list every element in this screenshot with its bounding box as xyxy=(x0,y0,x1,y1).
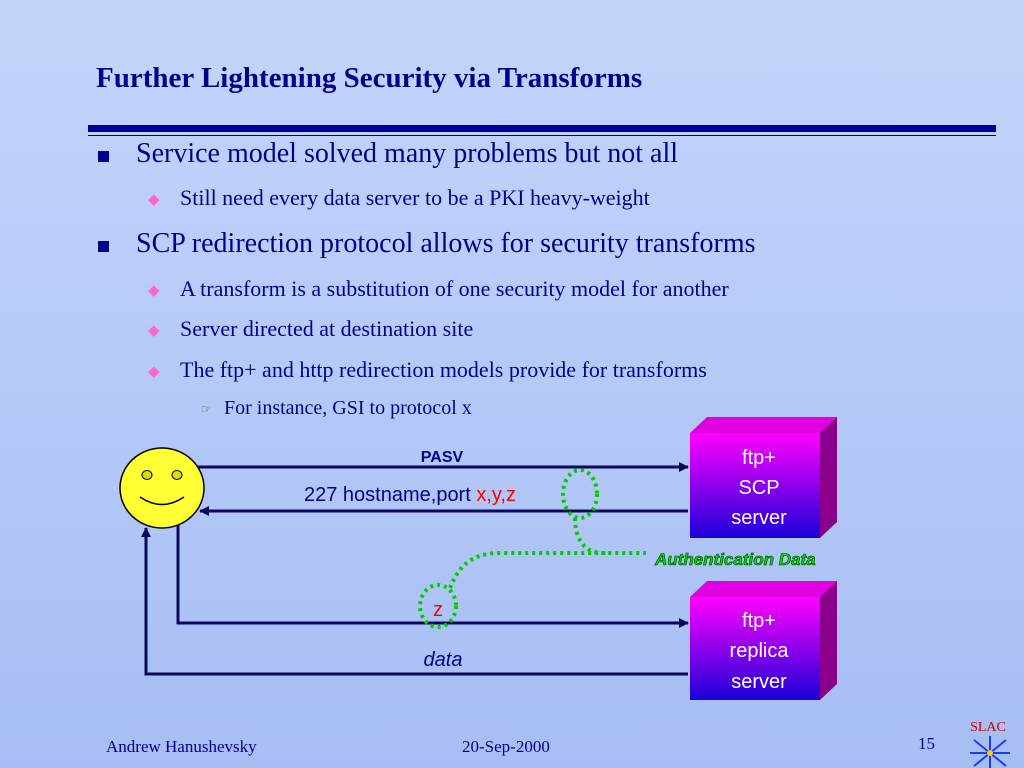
z-label: z xyxy=(433,599,443,621)
reply-highlight: x,y,z xyxy=(476,484,516,506)
diamond-bullet-icon: ◆ xyxy=(148,364,160,380)
footer-date: 20-Sep-2000 xyxy=(462,737,550,756)
scp-server-line3: server xyxy=(731,507,787,529)
return-arrow xyxy=(141,527,688,676)
bullet-item: Still need every data server to be a PKI… xyxy=(180,185,650,210)
slac-logo: SLAC xyxy=(970,720,1010,768)
auth-path xyxy=(418,468,646,629)
reply-prefix: 227 hostname,port xyxy=(304,484,476,506)
bullet-item: For instance, GSI to protocol x xyxy=(224,397,472,419)
square-bullet-icon xyxy=(98,151,109,162)
data-arrow xyxy=(176,525,689,628)
bullet-item: A transform is a substitution of one sec… xyxy=(180,276,729,301)
replica-server-line1: ftp+ xyxy=(742,610,776,632)
replica-server-line2: replica xyxy=(730,640,790,662)
client-smiley-icon xyxy=(119,447,205,529)
pasv-label: PASV xyxy=(421,449,464,466)
footer-page-number: 15 xyxy=(918,734,935,753)
bullet-item: Service model solved many problems but n… xyxy=(136,138,679,169)
bullet-item: The ftp+ and http redirection models pro… xyxy=(180,357,707,382)
reply-label: 227 hostname,port x,y,z xyxy=(304,484,516,506)
replica-server-line3: server xyxy=(731,671,787,693)
title-rule xyxy=(88,125,996,132)
bullet-item: Server directed at destination site xyxy=(180,316,474,341)
scp-server-line1: ftp+ xyxy=(742,447,776,469)
diamond-bullet-icon: ◆ xyxy=(148,283,160,299)
footer-author: Andrew Hanushevsky xyxy=(106,737,257,756)
diamond-bullet-icon: ◆ xyxy=(148,323,160,339)
square-bullet-icon xyxy=(98,241,109,252)
pointing-hand-icon: ☞ xyxy=(201,402,212,416)
slac-logo-text: SLAC xyxy=(970,720,1006,735)
scp-server-line2: SCP xyxy=(738,477,779,499)
bullet-item: SCP redirection protocol allows for secu… xyxy=(136,228,756,259)
title-rule-thin xyxy=(88,135,996,136)
scp-server-box xyxy=(690,417,837,538)
diamond-bullet-icon: ◆ xyxy=(148,192,160,208)
auth-data-label: Authentication Data xyxy=(654,550,816,569)
slide-title: Further Lightening Security via Transfor… xyxy=(96,62,643,94)
replica-server-box xyxy=(690,581,837,700)
data-label: data xyxy=(424,649,463,671)
